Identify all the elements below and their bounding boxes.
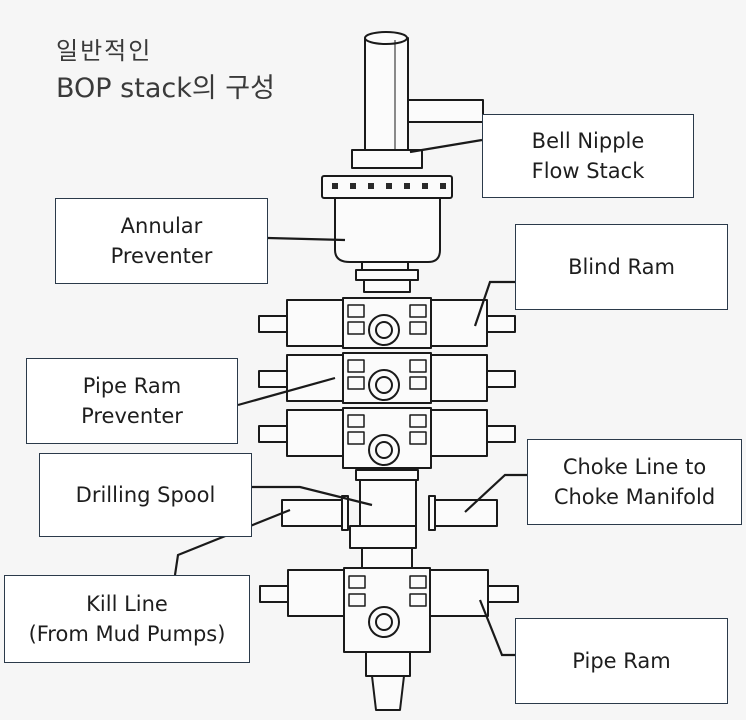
connector-2: [363, 279, 411, 293]
label-pipe-ram-preventer: Pipe Ram Preventer: [26, 358, 238, 444]
title-line-2: BOP stack의 구성: [56, 73, 275, 104]
annular-preventer-body: [321, 175, 453, 271]
ram-body-2: [258, 352, 516, 404]
leader-choke-line: [464, 473, 527, 513]
leader-drilling-spool: [252, 485, 373, 507]
label-choke-line: Choke Line to Choke Manifold: [527, 439, 742, 525]
diagram-title: 일반적인 BOP stack의 구성: [56, 36, 275, 106]
label-drilling-spool: Drilling Spool: [39, 453, 252, 537]
leader-pipe-ram-preventer: [237, 376, 336, 407]
title-line-1: 일반적인: [56, 37, 153, 65]
leader-bell-nipple: [409, 138, 483, 154]
connector-1: [355, 269, 419, 281]
leader-annular: [267, 236, 346, 242]
label-bell-nipple: Bell Nipple Flow Stack: [482, 114, 694, 198]
leader-kill-line: [173, 508, 291, 576]
leader-blind-ram: [473, 280, 515, 327]
label-pipe-ram: Pipe Ram: [515, 618, 728, 704]
bell-nipple-pipe: [351, 31, 484, 169]
label-kill-line: Kill Line (From Mud Pumps): [4, 575, 250, 663]
lower-ram-body: [259, 547, 519, 711]
drilling-spool-body: [281, 469, 498, 549]
ram-body-3: [258, 407, 516, 469]
leader-pipe-ram: [478, 599, 515, 657]
label-blind-ram: Blind Ram: [515, 224, 728, 310]
ram-body-1: [258, 297, 516, 349]
label-annular-preventer: Annular Preventer: [55, 198, 268, 284]
